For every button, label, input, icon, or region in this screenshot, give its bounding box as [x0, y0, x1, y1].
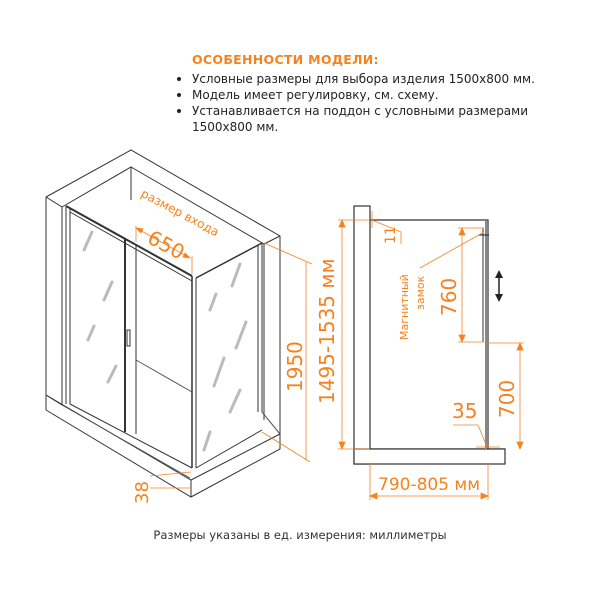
magnet-lock-label-2: замок — [414, 275, 427, 310]
tray-height-value: 38 — [132, 481, 153, 504]
entry-size-value: 650 — [144, 225, 189, 264]
side-view — [353, 205, 506, 465]
iso-dimensions — [134, 226, 313, 489]
features-title: ОСОБЕННОСТИ МОДЕЛИ: — [192, 52, 379, 67]
feature-item: Модель имеет регулировку, см. схему. — [177, 87, 592, 103]
feature-item: Устанавливается на поддон с условными ра… — [177, 103, 592, 135]
total-height-value: 1950 — [283, 341, 307, 392]
iso-view — [45, 149, 281, 498]
adjust-arrow-icon — [495, 270, 503, 302]
side-dimensions — [338, 211, 524, 500]
height-range-value: 1495-1535 мм — [315, 258, 339, 404]
features-block: ОСОБЕННОСТИ МОДЕЛИ: Условные размеры для… — [172, 52, 592, 135]
feature-item: Условные размеры для выбора изделия 1500… — [177, 71, 592, 87]
top-gap-value: 11 — [383, 226, 399, 244]
upper-height-value: 760 — [437, 278, 461, 316]
magnet-lock-label-1: Магнитный — [398, 274, 411, 340]
units-note: Размеры указаны в ед. измерения: миллиме… — [153, 528, 447, 542]
width-range-value: 790-805 мм — [378, 475, 480, 495]
features-list: Условные размеры для выбора изделия 1500… — [172, 71, 592, 135]
lower-height-value: 700 — [495, 380, 519, 418]
bottom-offset-value: 35 — [452, 399, 477, 423]
